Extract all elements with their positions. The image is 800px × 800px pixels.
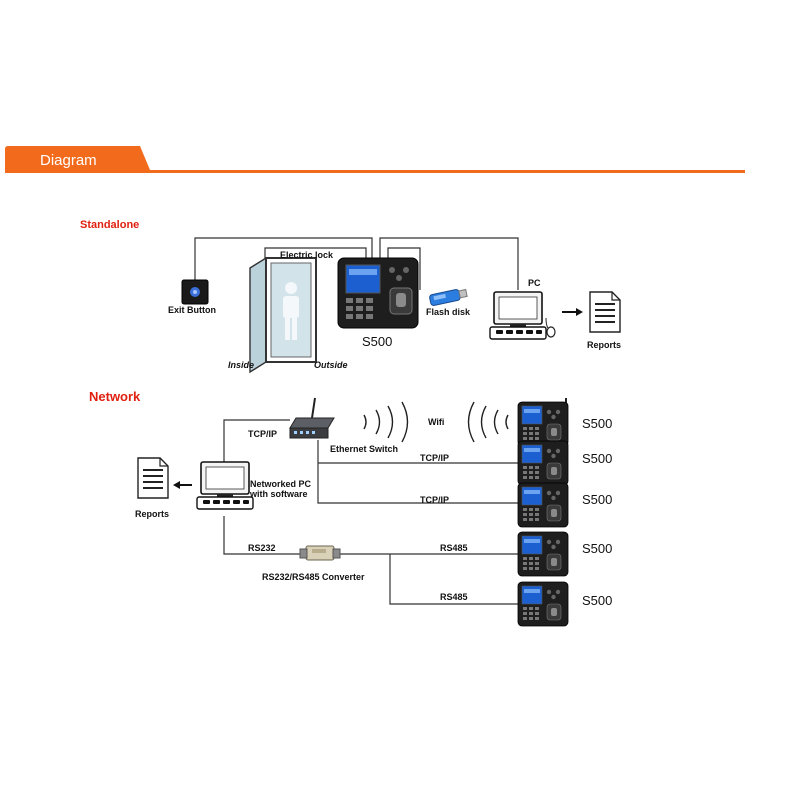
tcpip-label-1: TCP/IP xyxy=(248,429,277,439)
network-section: Network TCP/IP Ethernet Switch Wifi xyxy=(89,389,612,627)
standalone-title: Standalone xyxy=(80,219,139,231)
s500-device-2 xyxy=(517,440,569,486)
tcpip-label-3: TCP/IP xyxy=(420,495,449,505)
report-doc-icon xyxy=(589,291,621,333)
converter-label: RS232/RS485 Converter xyxy=(262,572,365,582)
network-title: Network xyxy=(89,389,141,404)
wifi-waves-left-icon xyxy=(363,401,409,443)
pc-icon xyxy=(489,291,547,340)
outside-label: Outside xyxy=(314,360,348,370)
tcpip-label-2: TCP/IP xyxy=(420,453,449,463)
s500-label-1: S500 xyxy=(582,416,612,431)
standalone-section: Standalone Exit Button E xyxy=(80,219,621,374)
rs232-label: RS232 xyxy=(248,543,276,553)
ethernet-switch-label: Ethernet Switch xyxy=(330,444,398,454)
wifi-waves-right-icon xyxy=(467,401,509,443)
s500-device-3 xyxy=(517,482,569,528)
network-wiring xyxy=(223,419,518,605)
arrow-right-icon xyxy=(562,308,583,316)
inside-label: Inside xyxy=(228,360,254,370)
s500-label-5: S500 xyxy=(582,593,612,608)
header-tab xyxy=(5,146,150,170)
reports-label-standalone: Reports xyxy=(587,340,621,350)
networked-pc-icon xyxy=(196,461,254,510)
header-tab-label: Diagram xyxy=(40,152,97,169)
rs485-label-1: RS485 xyxy=(440,543,468,553)
s500-label-3: S500 xyxy=(582,492,612,507)
flash-disk-label: Flash disk xyxy=(426,307,471,317)
arrow-left-icon xyxy=(173,481,192,489)
s500-main-label: S500 xyxy=(362,334,392,349)
s500-device-1 xyxy=(517,398,569,447)
s500-device-5 xyxy=(517,581,569,627)
door-icon xyxy=(249,256,317,374)
reports-label-network: Reports xyxy=(135,509,169,519)
mouse-icon xyxy=(545,317,556,338)
header-rule xyxy=(5,170,745,173)
header-bar: Diagram xyxy=(5,146,745,173)
wifi-label: Wifi xyxy=(428,417,444,427)
s500-label-4: S500 xyxy=(582,541,612,556)
standalone-wiring xyxy=(194,237,519,290)
exit-button-icon xyxy=(181,279,209,305)
network-report-doc-icon xyxy=(137,457,169,499)
flash-disk-icon xyxy=(429,288,468,306)
networked-pc-label-1: Networked PC xyxy=(250,479,312,489)
s500-device-main xyxy=(337,257,419,329)
s500-device-4 xyxy=(517,531,569,577)
electric-lock-label: Electric lock xyxy=(280,250,334,260)
networked-pc-label-2: with software xyxy=(249,489,308,499)
rs485-label-2: RS485 xyxy=(440,592,468,602)
exit-button-label: Exit Button xyxy=(168,305,216,315)
converter-icon xyxy=(299,545,341,561)
s500-label-2: S500 xyxy=(582,451,612,466)
person-icon xyxy=(283,282,299,340)
pc-label: PC xyxy=(528,278,541,288)
ethernet-switch-icon xyxy=(289,397,335,439)
